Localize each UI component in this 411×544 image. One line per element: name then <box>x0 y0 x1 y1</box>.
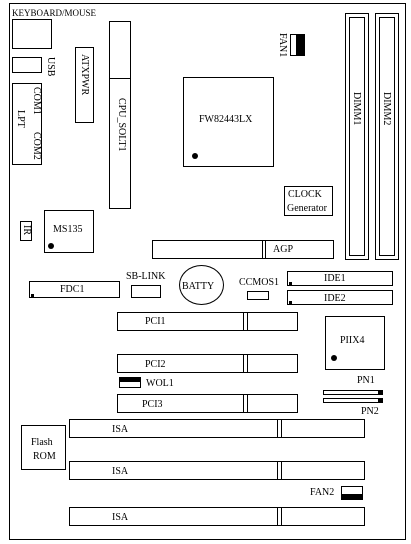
pn2-label: PN2 <box>361 406 379 417</box>
pci2-label: PCI2 <box>145 359 166 370</box>
pn2-pin-marker <box>378 398 382 402</box>
isa2-divider <box>277 461 278 480</box>
fw82443lx-chip <box>183 77 274 167</box>
cpu-slot-divider <box>109 78 131 79</box>
fan1-label: FAN1 <box>277 33 288 58</box>
atx-power-connector <box>75 47 94 123</box>
pci3-divider <box>243 394 244 413</box>
pci1-divider <box>243 312 244 331</box>
ccmos-label: CCMOS1 <box>239 277 280 288</box>
usb-label: USB <box>45 57 56 77</box>
battery <box>179 265 224 305</box>
flash-label-line2: ROM <box>33 451 56 462</box>
agp-slot <box>152 240 334 259</box>
ms135-pin1-marker <box>48 243 54 249</box>
isa3-label: ISA <box>112 512 129 523</box>
com2-label: COM2 <box>31 132 42 160</box>
ide1-label: IDE1 <box>324 273 346 284</box>
battery-label: BATTY <box>182 281 215 292</box>
isa3-divider-2 <box>281 507 282 526</box>
keyboard-mouse-label: KEYBOARD/MOUSE <box>12 8 97 18</box>
ccmos-jumper <box>247 291 269 300</box>
dimm2-label: DIMM2 <box>381 92 392 126</box>
pci3-divider-2 <box>247 394 248 413</box>
clock-label-line1: CLOCK <box>288 189 322 200</box>
usb-port <box>12 57 42 73</box>
agp-label: AGP <box>273 244 294 255</box>
ir-connector <box>20 221 32 241</box>
ide2-connector <box>287 290 393 305</box>
pci1-divider-2 <box>247 312 248 331</box>
ms135-label: MS135 <box>53 224 83 235</box>
isa-slot-2 <box>69 461 365 480</box>
pn1-header <box>323 390 383 395</box>
sb-link-connector <box>131 285 161 298</box>
dimm1-inner <box>349 17 365 256</box>
fan1-pin-fill <box>296 35 304 55</box>
flash-rom <box>21 425 66 470</box>
fdc1-pin1-marker <box>31 294 34 297</box>
isa3-divider <box>277 507 278 526</box>
pn1-label: PN1 <box>357 375 375 386</box>
isa2-divider-2 <box>281 461 282 480</box>
isa1-label: ISA <box>112 424 129 435</box>
cpu-slot <box>109 21 131 209</box>
agp-divider <box>262 240 263 259</box>
cpu-slot-label: CPU_SOLT1 <box>116 98 127 152</box>
fw82443lx-label: FW82443LX <box>199 114 253 125</box>
ide2-pin1-marker <box>289 301 292 304</box>
isa-slot-1 <box>69 419 365 438</box>
atxpwr-label: ATXPWR <box>79 54 90 96</box>
com1-lpt-com2-block <box>12 83 42 165</box>
pn1-pin-marker <box>378 390 382 394</box>
wol1-connector <box>119 377 141 388</box>
ide2-label: IDE2 <box>324 293 346 304</box>
fan2-label: FAN2 <box>310 487 335 498</box>
pn2-header <box>323 398 383 403</box>
wol1-fill <box>120 378 140 382</box>
agp-divider-2 <box>265 240 266 259</box>
clock-generator <box>284 186 333 216</box>
piix4-chip <box>325 316 385 370</box>
pci3-slot <box>117 394 298 413</box>
pci2-slot <box>117 354 298 373</box>
pci1-slot <box>117 312 298 331</box>
fdc1-connector <box>29 281 120 298</box>
sb-link-label: SB-LINK <box>126 271 166 282</box>
pci3-label: PCI3 <box>142 399 163 410</box>
fan2-fill <box>342 494 362 499</box>
keyboard-mouse-port <box>12 19 52 49</box>
clock-label-line2: Generator <box>287 203 327 214</box>
piix4-label: PIIX4 <box>340 335 365 346</box>
ide1-pin1-marker <box>289 282 292 285</box>
wol1-label: WOL1 <box>146 378 174 389</box>
ir-label: IR <box>21 225 32 235</box>
fdc1-label: FDC1 <box>60 284 85 295</box>
dimm2-inner <box>379 17 395 256</box>
isa2-label: ISA <box>112 466 129 477</box>
flash-label-line1: Flash <box>31 437 53 448</box>
com1-label: COM1 <box>31 87 42 115</box>
pci1-label: PCI1 <box>145 316 166 327</box>
pci2-divider <box>243 354 244 373</box>
lpt-label: LPT <box>15 110 26 128</box>
chip-pin1-marker <box>192 153 198 159</box>
dimm1-label: DIMM1 <box>351 92 362 126</box>
isa1-divider <box>277 419 278 438</box>
isa1-divider-2 <box>281 419 282 438</box>
isa-slot-3 <box>69 507 365 526</box>
piix4-pin1-marker <box>331 355 337 361</box>
ide1-connector <box>287 271 393 286</box>
pci2-divider-2 <box>247 354 248 373</box>
